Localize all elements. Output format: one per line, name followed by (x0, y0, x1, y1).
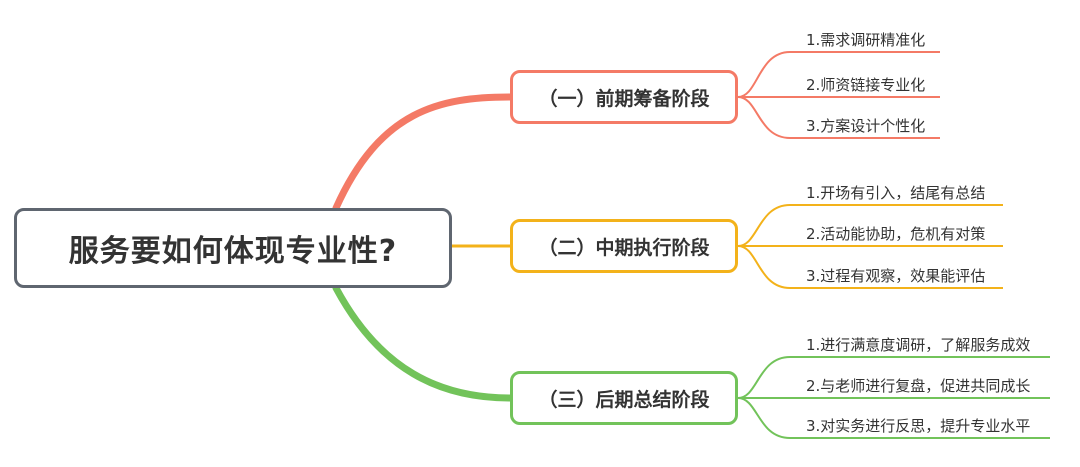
edge-root-branch-1 (332, 93, 514, 212)
leaf-3-2[interactable]: 2.与老师进行复盘，促进共同成长 (806, 377, 1031, 395)
edge-branch-1-leaf-1 (737, 51, 940, 98)
leaf-3-1[interactable]: 1.进行满意度调研，了解服务成效 (806, 336, 1031, 354)
leaf-2-1[interactable]: 1.开场有引入，结尾有总结 (806, 184, 986, 202)
edge-branch-2-leaf-1 (737, 204, 1003, 247)
leaf-1-3[interactable]: 3.方案设计个性化 (806, 117, 926, 135)
leaf-2-3[interactable]: 3.过程有观察，效果能评估 (806, 267, 986, 285)
edge-root-branch-3 (332, 284, 514, 402)
leaf-1-2[interactable]: 2.师资链接专业化 (806, 76, 926, 94)
edge-branch-3-leaf-3 (737, 397, 1050, 439)
leaf-3-3[interactable]: 3.对实务进行反思，提升专业水平 (806, 417, 1031, 435)
root-node-title[interactable]: 服务要如何体现专业性? (14, 208, 452, 288)
branch-node-3[interactable]: （三）后期总结阶段 (510, 371, 738, 425)
leaf-1-1[interactable]: 1.需求调研精准化 (806, 31, 926, 49)
branch-node-2[interactable]: （二）中期执行阶段 (510, 219, 738, 273)
branch-node-1[interactable]: （一）前期筹备阶段 (510, 70, 738, 124)
edge-branch-3-leaf-1 (737, 356, 1050, 399)
edge-branch-2-leaf-3 (737, 245, 1003, 289)
leaf-2-2[interactable]: 2.活动能协助，危机有对策 (806, 225, 986, 243)
edge-branch-1-leaf-3 (737, 96, 940, 139)
